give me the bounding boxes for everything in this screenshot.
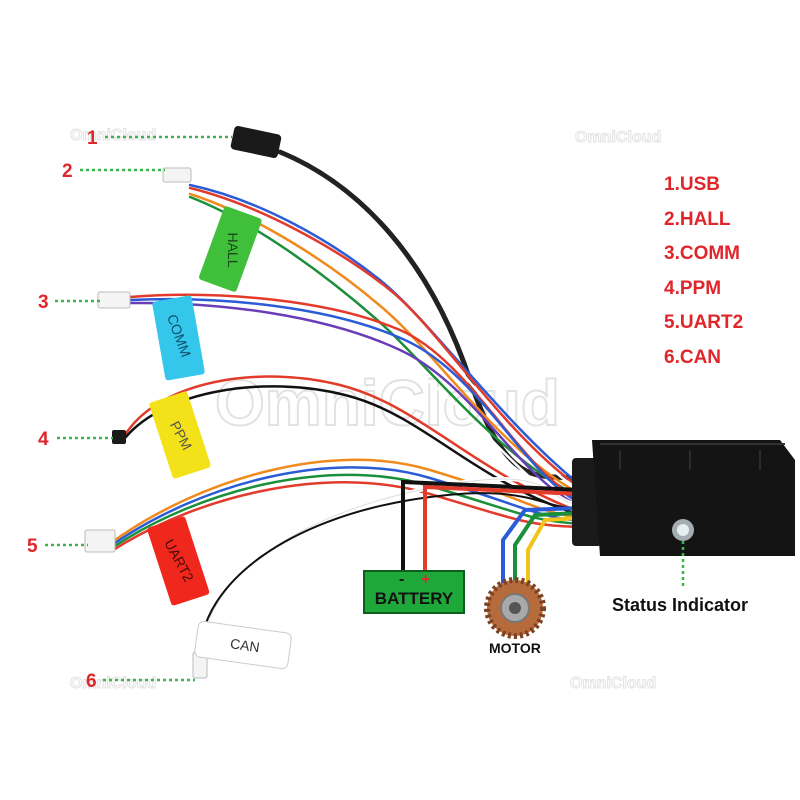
ppm-connector [112, 430, 126, 444]
motor-icon [484, 577, 546, 639]
legend-item-usb: 1.USB [664, 174, 720, 195]
callout-number: 2 [62, 161, 73, 182]
hall-wire [188, 183, 582, 487]
hall-tag: HALL [199, 206, 262, 292]
comm-tag: COMM [152, 295, 205, 381]
legend-item-ppm: 4.PPM [664, 277, 722, 299]
usb-connector [230, 126, 282, 158]
motor-phase-lead [513, 511, 582, 602]
hall-wire [188, 189, 582, 493]
motor-phase-lead [526, 516, 582, 602]
callout-number: 1 [87, 128, 98, 149]
watermark-text-top-left: OmniCloud [70, 127, 156, 144]
hall-tag-text: HALL [225, 232, 241, 267]
hall-connector [162, 167, 192, 183]
uart2-wire [113, 481, 582, 551]
comm-wire [128, 301, 582, 508]
callout-number: 3 [38, 292, 49, 313]
comm-connector [97, 291, 131, 309]
callout-number: 4 [38, 429, 49, 450]
watermark-text-bottom-left: OmniCloud [70, 675, 156, 692]
can-tag: CAN [194, 620, 292, 670]
legend-item-can: 6.CAN [664, 346, 722, 368]
controller-box [572, 440, 795, 556]
battery-minus-sign: - [399, 571, 405, 588]
callout-leaders [45, 135, 232, 682]
callout-number: 6 [86, 671, 97, 692]
comm-wire [128, 297, 582, 505]
legend-item-comm: 3.COMM [664, 243, 740, 264]
uart2-connector [84, 529, 116, 553]
motor-label: MOTOR [489, 640, 541, 656]
motor-phase-lead [501, 506, 582, 602]
connectors [84, 126, 282, 679]
uart2-wire [113, 473, 582, 548]
callout-number: 5 [27, 536, 38, 557]
can-wire [199, 492, 581, 651]
uart2-tag: UART2 [147, 516, 210, 606]
battery-box: - + BATTERY [363, 570, 465, 614]
can-tag-text: CAN [229, 635, 261, 655]
uart2-wire [113, 458, 582, 542]
legend-item-uart2: 5.UART2 [664, 312, 744, 333]
uart2-wire [113, 466, 582, 545]
status-indicator-led [672, 519, 694, 541]
hall-wire [188, 186, 582, 490]
watermark-text-bottom-right: OmniCloud [570, 675, 656, 692]
battery-negative-lead [401, 479, 582, 577]
comm-wire [128, 304, 582, 511]
watermark-group: OmniCloud OmniCloud OmniCloud OmniCloud … [70, 127, 662, 693]
legend-item-hall: 2.HALL [664, 208, 731, 230]
battery-positive-lead [423, 484, 582, 577]
status-indicator-label: Status Indicator [612, 595, 749, 615]
battery-label: BATTERY [374, 589, 454, 608]
battery-plus-sign: + [421, 571, 431, 588]
connector-legend: 1.USB 2.HALL 3.COMM 4.PPM 5.UART2 6.CAN [664, 168, 743, 375]
ppm-tag: PPM [149, 391, 211, 479]
watermark-text-top-right: OmniCloud [575, 129, 661, 146]
